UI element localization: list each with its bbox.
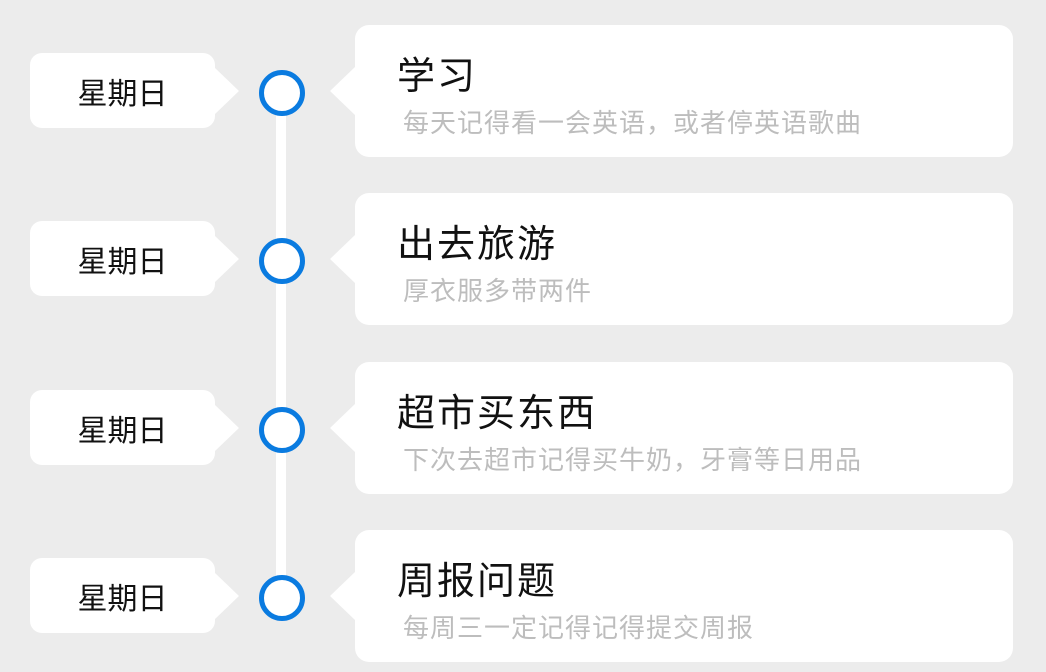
date-label: 星期日 [30,390,239,465]
timeline-item: 星期日 出去旅游 厚衣服多带两件 [0,193,1046,325]
timeline-item: 星期日 学习 每天记得看一会英语，或者停英语歌曲 [0,25,1046,157]
date-label: 星期日 [30,53,239,128]
timeline-item: 星期日 超市买东西 下次去超市记得买牛奶，牙膏等日用品 [0,362,1046,494]
timeline-node-icon [259,407,305,453]
timeline-node-icon [259,238,305,284]
timeline-node-icon [259,70,305,116]
event-description: 下次去超市记得买牛奶，牙膏等日用品 [403,446,863,476]
event-title: 学习 [397,54,478,98]
event-title: 出去旅游 [397,222,558,266]
timeline-node-icon [259,575,305,621]
event-card[interactable]: 超市买东西 下次去超市记得买牛奶，牙膏等日用品 [330,362,1013,494]
event-title: 超市买东西 [397,391,598,435]
event-description: 每周三一定记得记得提交周报 [403,614,755,644]
event-card[interactable]: 周报问题 每周三一定记得记得提交周报 [330,530,1013,662]
event-card[interactable]: 出去旅游 厚衣服多带两件 [330,193,1013,325]
event-description: 厚衣服多带两件 [403,277,593,307]
event-card[interactable]: 学习 每天记得看一会英语，或者停英语歌曲 [330,25,1013,157]
event-title: 周报问题 [397,559,558,603]
timeline-item: 星期日 周报问题 每周三一定记得记得提交周报 [0,530,1046,662]
event-description: 每天记得看一会英语，或者停英语歌曲 [403,109,863,139]
date-label: 星期日 [30,558,239,633]
timeline-line [276,92,286,597]
date-label: 星期日 [30,221,239,296]
